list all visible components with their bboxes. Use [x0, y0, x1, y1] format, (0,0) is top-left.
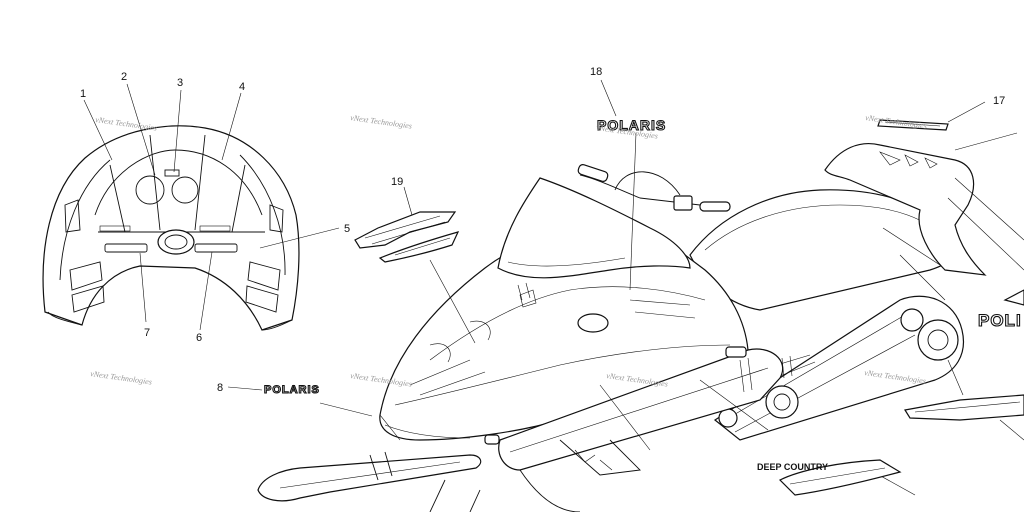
callout-3: 3 — [177, 77, 183, 89]
decal-17-strip — [877, 119, 949, 131]
callout-17: 17 — [993, 95, 1005, 107]
watermark: vNext Technologies — [90, 369, 153, 387]
watermark: vNext Technologies — [865, 113, 928, 131]
callout-19: 19 — [391, 176, 403, 188]
decal-19-graphic — [354, 211, 460, 263]
callout-4: 4 — [239, 81, 245, 93]
callout-6: 6 — [196, 332, 202, 344]
callout-7: 7 — [144, 327, 150, 339]
callout-8: 8 — [217, 382, 223, 394]
polaris-decal-8: POLARIS — [264, 384, 320, 396]
watermark: vNext Technologies — [350, 113, 413, 131]
polaris-decal-18: POLARIS — [597, 117, 666, 133]
dashboard-leaders — [83, 83, 340, 391]
dashboard-inset — [42, 125, 300, 331]
right-graphic-decals — [778, 289, 1024, 496]
watermark: vNext Technologies — [95, 115, 158, 133]
deep-country-decal: DEEP COUNTRY — [757, 462, 828, 472]
body-leaders — [319, 79, 1024, 496]
callout-18: 18 — [590, 66, 602, 78]
polaris-decal-right: POLI — [978, 311, 1022, 330]
callout-5: 5 — [344, 223, 350, 235]
callout-1: 1 — [80, 88, 86, 100]
callout-2: 2 — [121, 71, 127, 83]
snowmobile-illustration — [257, 143, 1024, 512]
